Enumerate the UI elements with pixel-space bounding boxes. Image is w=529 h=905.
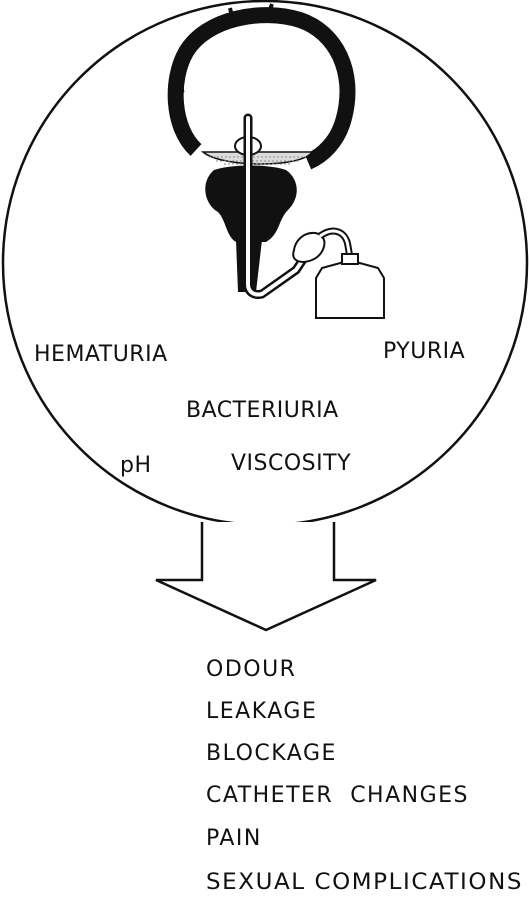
label-bacteriuria: BACTERIURIA xyxy=(186,398,339,423)
outcome-item: ODOUR xyxy=(206,657,296,682)
label-hematuria: HEMATURIA xyxy=(34,342,168,367)
drainage-bag xyxy=(316,262,384,318)
down-arrow xyxy=(156,522,376,630)
label-pyuria: PYURIA xyxy=(383,339,465,364)
outcome-item: CATHETER CHANGES xyxy=(206,783,469,808)
outcome-item: PAIN xyxy=(206,826,262,851)
urine-factors-circle xyxy=(3,1,527,525)
outcome-item: SEXUAL COMPLICATIONS xyxy=(206,870,523,895)
label-ph: pH xyxy=(120,453,152,478)
outcome-item: LEAKAGE xyxy=(206,699,317,724)
outcomes-list: ODOUR LEAKAGE BLOCKAGE CATHETER CHANGES … xyxy=(206,657,523,895)
label-viscosity: VISCOSITY xyxy=(231,451,351,476)
outcome-item: BLOCKAGE xyxy=(206,741,337,766)
